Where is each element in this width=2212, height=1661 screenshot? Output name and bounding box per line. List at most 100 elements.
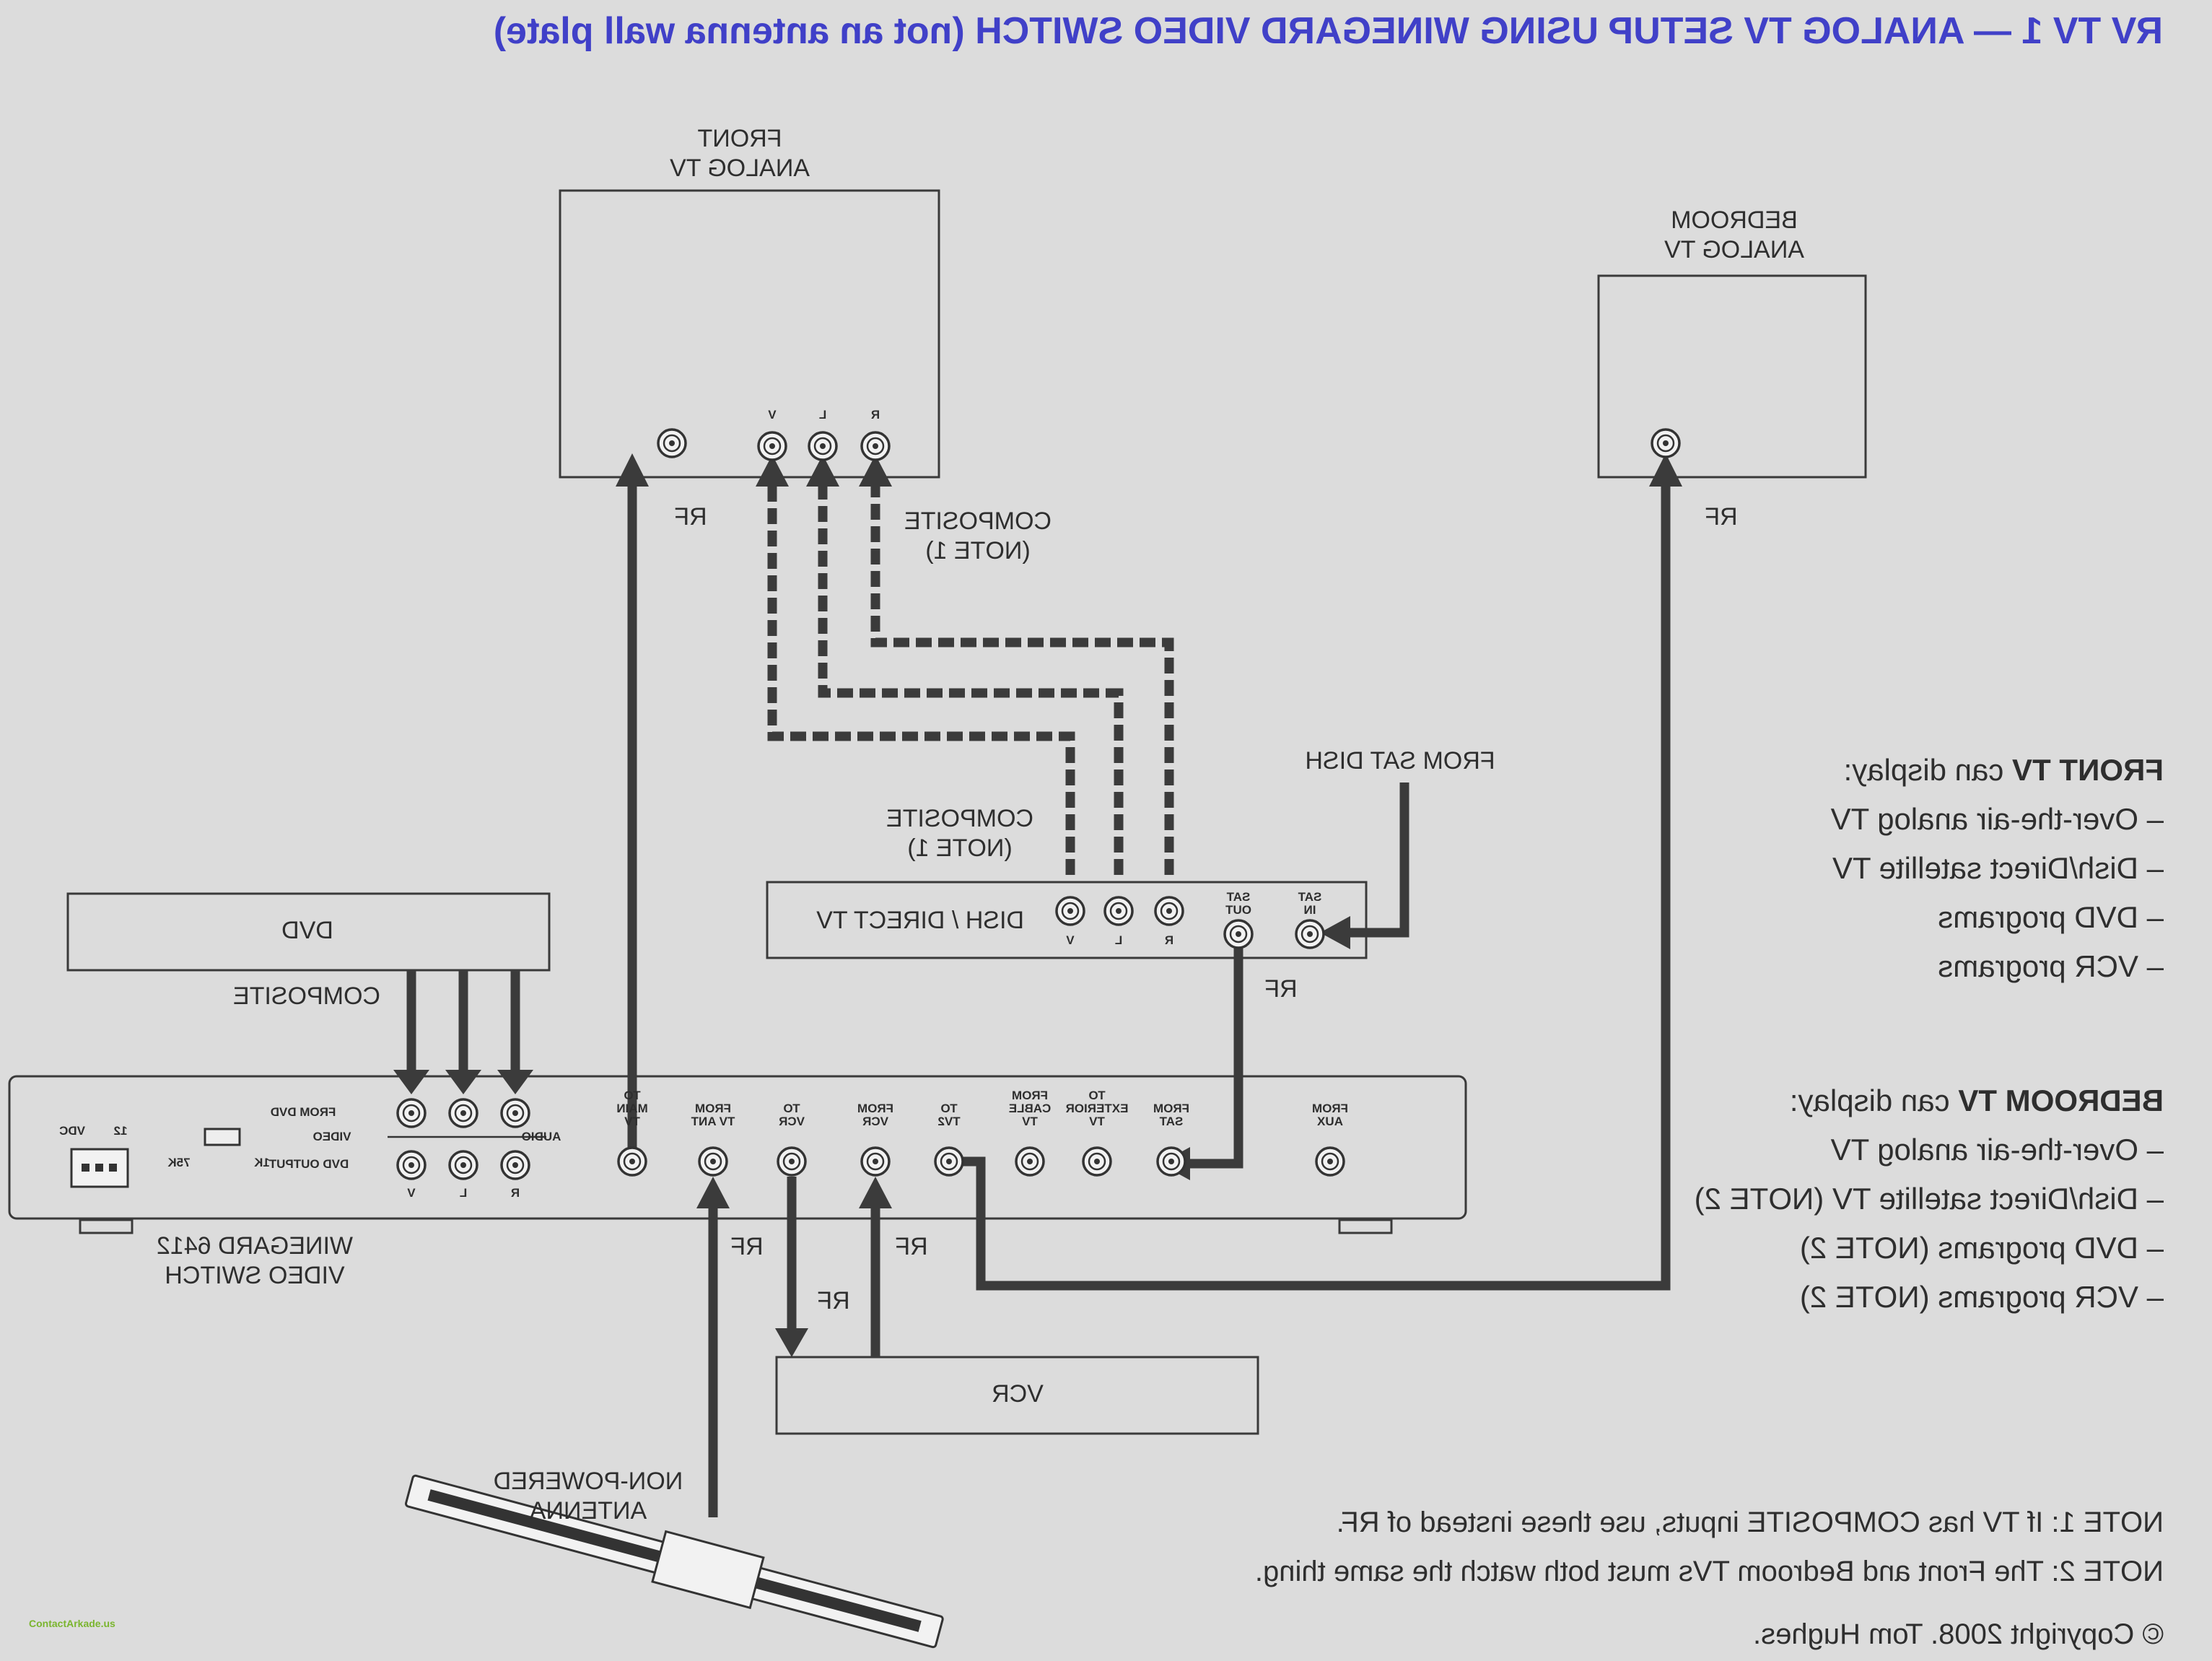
- note-2: NOTE 2: The Front and Bedroom TVs must b…: [1254, 1556, 2164, 1587]
- arrow-to-vcr: [775, 1328, 808, 1357]
- bedroom-display-item: – Over-the-air analog TV: [1830, 1133, 2164, 1167]
- dish-label: DISH / DIRECT TV: [816, 907, 1024, 934]
- switch-video-label: VIDEO: [312, 1130, 351, 1143]
- front-tv-l-jack: [808, 431, 838, 461]
- switch-box: [8, 1075, 1467, 1220]
- front-display-item: – Dish/Direct satellite TV: [1832, 851, 2164, 885]
- front-tv-box: [559, 189, 940, 479]
- rf-from-vcr-label: RF: [895, 1233, 928, 1260]
- front-display-heading: FRONT TV can display:: [1843, 753, 2164, 787]
- wire-composite-v: [767, 482, 1075, 875]
- bedroom-tv-box: [1597, 274, 1867, 479]
- arrow-from-vcr: [859, 1177, 892, 1208]
- antenna-label: NON-POWERED ANTENNA: [493, 1468, 683, 1525]
- switch-from-dvd-r-jack: [500, 1098, 530, 1128]
- page-title: RV TV 1 — ANALOG TV SETUP USING WINEGARD…: [493, 10, 2163, 52]
- front-tv-r-jack: [860, 431, 891, 461]
- switch-foot-left: [79, 1218, 134, 1234]
- switch-to-exterior-tv-jack: [1082, 1146, 1112, 1177]
- switch-from-vcr-jack: [860, 1146, 891, 1177]
- rf-to-vcr-label: RF: [817, 1287, 850, 1315]
- bedroom-display-heading: BEDROOM TV can display:: [1789, 1084, 2164, 1117]
- switch-to-exterior-tv-label: TO EXTERIOR TV: [1065, 1089, 1129, 1128]
- arrow-dvd-1: [393, 1070, 429, 1094]
- vcr-label: VCR: [992, 1380, 1044, 1408]
- composite-mid-label: COMPOSITE (NOTE 1): [886, 805, 1034, 862]
- switch-from-dvd-label: FROM DVD: [270, 1105, 336, 1119]
- arrow-composite-l: [806, 455, 839, 487]
- switch-from-dvd-l-jack: [448, 1098, 478, 1128]
- dish-sat-in-jack: [1295, 919, 1325, 949]
- arrow-dvd-2: [445, 1070, 481, 1094]
- front-tv-r-label: R: [870, 408, 880, 422]
- dvd-box: [66, 892, 551, 972]
- switch-from-sat-label: FROM SAT: [1153, 1102, 1190, 1128]
- from-sat-dish-label: FROM SAT DISH: [1305, 747, 1495, 775]
- wire-composite-l: [818, 482, 1124, 875]
- power-pin-3: [82, 1164, 89, 1172]
- switch-to-main-tv-jack: [617, 1146, 647, 1177]
- switch-model-label: WINEGARD 6412 VIDEO SWITCH: [156, 1232, 354, 1289]
- switch-from-tv-ant-label: FROM TV ANT: [691, 1102, 735, 1128]
- switch-12-label: 12: [113, 1124, 128, 1138]
- dvd-label: DVD: [281, 917, 333, 944]
- resistor-switch: [204, 1128, 241, 1146]
- front-tv-l-label: L: [818, 408, 827, 422]
- bedroom-display-item: – VCR programs (NOTE 2): [1799, 1280, 2164, 1314]
- switch-75k-label: 75K: [167, 1156, 191, 1169]
- dish-sat-out-label: SAT OUT: [1225, 890, 1251, 917]
- switch-to-tv2-label: TO TV2: [937, 1102, 961, 1128]
- arrow-bedroom-rf: [1649, 453, 1682, 487]
- switch-from-tv-ant-jack: [698, 1146, 728, 1177]
- dish-box: [766, 881, 1368, 959]
- dish-sat-out-jack: [1223, 919, 1254, 949]
- note-1: NOTE 1: If TV has COMPOSITE inputs, use …: [1336, 1507, 2164, 1538]
- dish-l-jack: [1103, 896, 1134, 926]
- vcr-box: [775, 1356, 1259, 1435]
- dish-v-jack: [1055, 896, 1085, 926]
- front-tv-label: FRONT ANALOG TV: [670, 125, 810, 182]
- switch-from-aux-jack: [1315, 1146, 1345, 1177]
- switch-from-aux-label: FROM AUX: [1311, 1102, 1349, 1128]
- arrow-sat-in: [1320, 916, 1350, 949]
- bedroom-tv-rf-jack: [1651, 428, 1681, 458]
- antenna-graphic: [404, 1474, 944, 1649]
- rf-ant-label: RF: [730, 1233, 764, 1260]
- front-display-item: – Over-the-air analog TV: [1830, 802, 2164, 836]
- bedroom-tv-label: BEDROOM ANALOG TV: [1664, 206, 1804, 263]
- composite-top-label: COMPOSITE (NOTE 1): [904, 507, 1052, 564]
- dish-l-label: L: [1114, 933, 1123, 947]
- power-pin-1: [109, 1164, 117, 1172]
- wire-tv2-bedroom-rf: [949, 482, 1671, 1291]
- wire-sat-out: [1186, 940, 1243, 1169]
- rf-sat-label: RF: [1264, 975, 1298, 1003]
- switch-from-sat-jack: [1156, 1146, 1186, 1177]
- switch-to-main-tv-label: TO MAIN TV: [616, 1089, 648, 1128]
- arrow-dvd-3: [497, 1070, 533, 1094]
- switch-to-tv2-jack: [934, 1146, 964, 1177]
- dish-sat-in-label: SAT IN: [1298, 890, 1322, 917]
- front-display-item: – VCR programs: [1938, 949, 2164, 983]
- switch-dvd-output-label: DVD OUTPUT: [268, 1157, 349, 1171]
- composite-dvd-label: COMPOSITE: [232, 982, 381, 1010]
- switch-audio-label: AUDIO: [521, 1130, 561, 1143]
- rf-front-label: RF: [674, 503, 707, 531]
- arrow-composite-v: [756, 455, 789, 487]
- switch-from-vcr-label: FROM VCR: [857, 1102, 894, 1128]
- wire-sat-dish-in: [1346, 782, 1409, 938]
- switch-dvd-out-v-jack: [396, 1150, 427, 1180]
- wire-composite-r: [870, 482, 1174, 875]
- front-tv-v-jack: [757, 431, 787, 461]
- bedroom-display-item: – DVD programs (NOTE 2): [1799, 1231, 2164, 1265]
- arrow-composite-r: [859, 455, 892, 487]
- switch-from-cable-tv-label: FROM CABLE TV: [1008, 1089, 1052, 1128]
- arrow-from-tv-ant: [696, 1177, 730, 1208]
- watermark: ContactArkade.us: [29, 1618, 115, 1629]
- front-tv-v-label: V: [768, 408, 777, 422]
- switch-jack-r-label: R: [510, 1186, 520, 1200]
- switch-vdc-label: VDC: [59, 1124, 85, 1138]
- front-tv-rf-jack: [657, 428, 687, 458]
- switch-to-vcr-jack: [777, 1146, 807, 1177]
- switch-from-cable-tv-jack: [1015, 1146, 1045, 1177]
